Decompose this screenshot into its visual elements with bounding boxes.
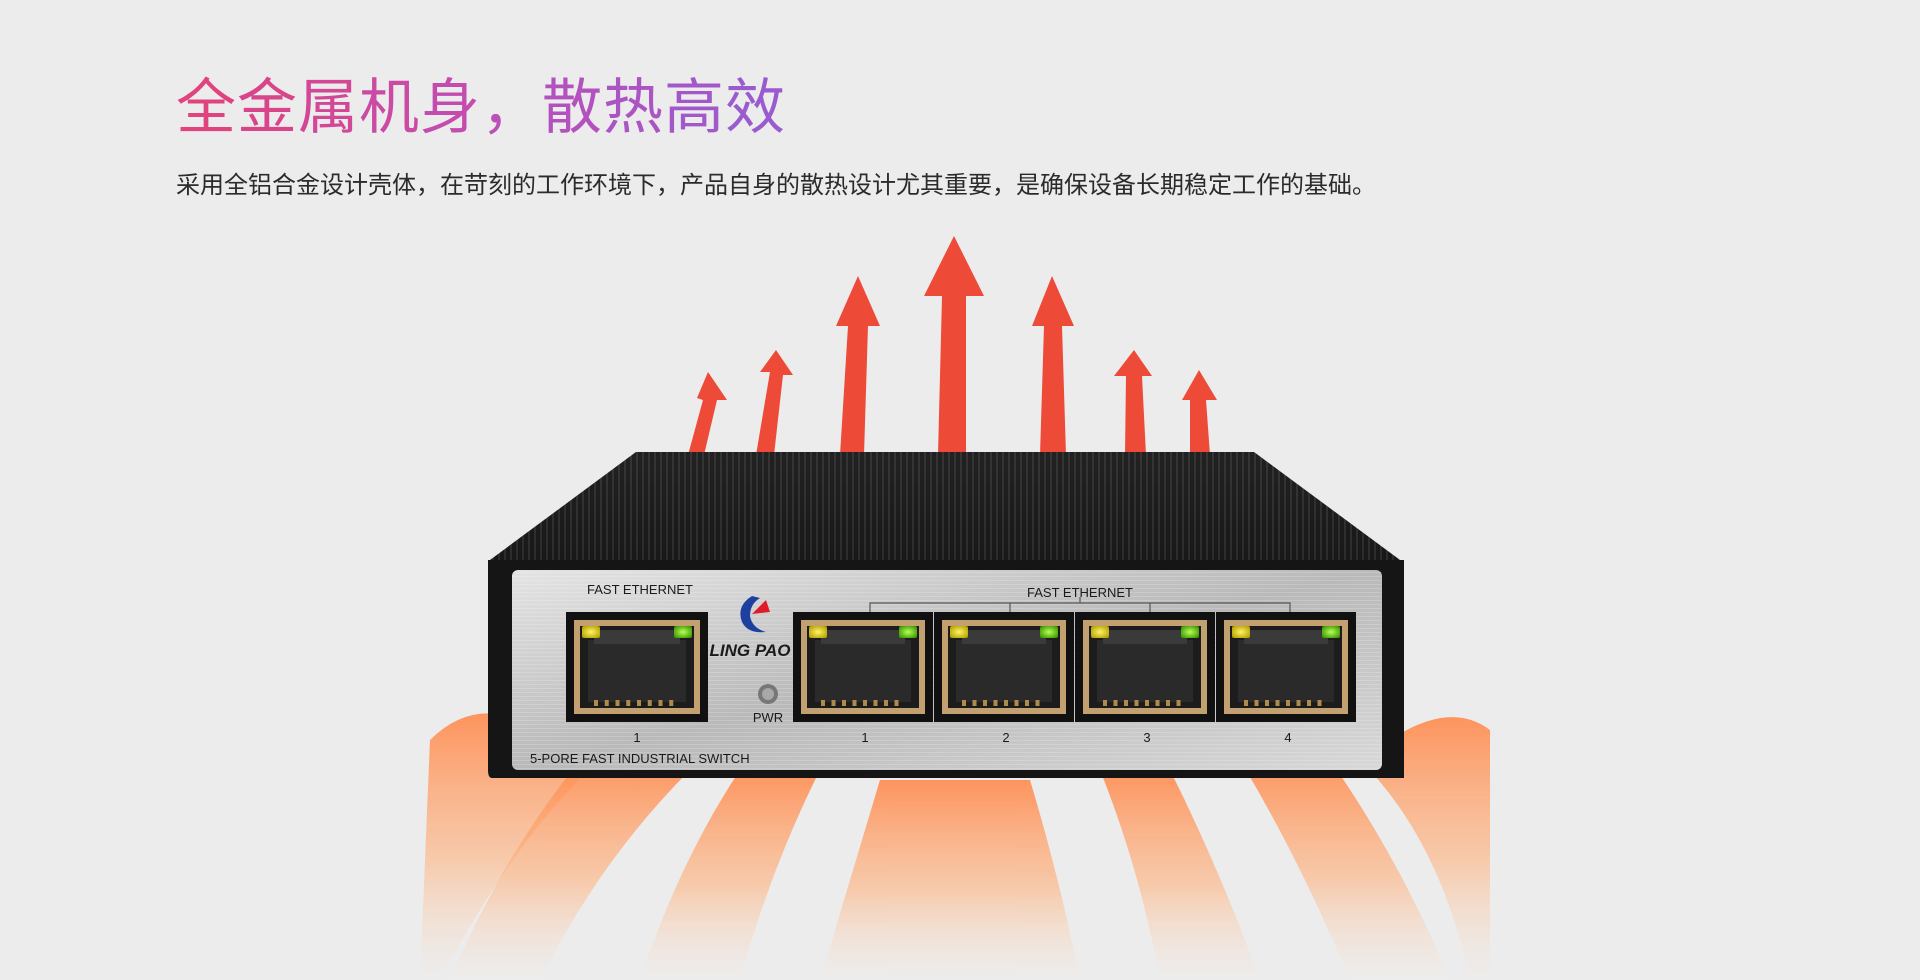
link-led-yellow — [1232, 626, 1250, 638]
right-port-number: 4 — [1284, 730, 1291, 745]
heat-glow — [420, 713, 1490, 980]
description-text: 采用全铝合金设计壳体，在苛刻的工作环境下，产品自身的散热设计尤其重要，是确保设备… — [176, 171, 1376, 199]
link-led-green — [1181, 626, 1199, 638]
brand-logo-icon — [740, 596, 770, 633]
rj45-port-icon[interactable] — [1075, 612, 1215, 722]
right-group-label: FAST ETHERNET — [1027, 585, 1133, 600]
model-label: 5-PORE FAST INDUSTRIAL SWITCH — [530, 751, 750, 766]
right-port-number: 3 — [1143, 730, 1150, 745]
link-led-green — [674, 626, 692, 638]
right-port-number: 1 — [861, 730, 868, 745]
link-led-yellow — [950, 626, 968, 638]
rj45-port-icon[interactable] — [566, 612, 708, 722]
page-title: 全金属机身，散热高效 — [176, 73, 786, 143]
link-led-green — [1322, 626, 1340, 638]
port-group-bracket — [869, 597, 1291, 612]
link-led-yellow — [582, 626, 600, 638]
rj45-port-icon[interactable] — [1216, 612, 1356, 722]
power-label: PWR — [753, 710, 783, 725]
rj45-port-icon[interactable] — [793, 612, 933, 722]
link-led-yellow — [809, 626, 827, 638]
link-led-green — [1040, 626, 1058, 638]
link-led-green — [899, 626, 917, 638]
port-area — [566, 612, 1356, 722]
heat-arrow-icon — [688, 236, 1217, 455]
left-port-number: 1 — [633, 730, 640, 745]
right-port-number: 2 — [1002, 730, 1009, 745]
brand-name: LING PAO — [710, 641, 791, 660]
left-group-label: FAST ETHERNET — [587, 582, 693, 597]
rj45-port-icon[interactable] — [934, 612, 1074, 722]
link-led-yellow — [1091, 626, 1109, 638]
